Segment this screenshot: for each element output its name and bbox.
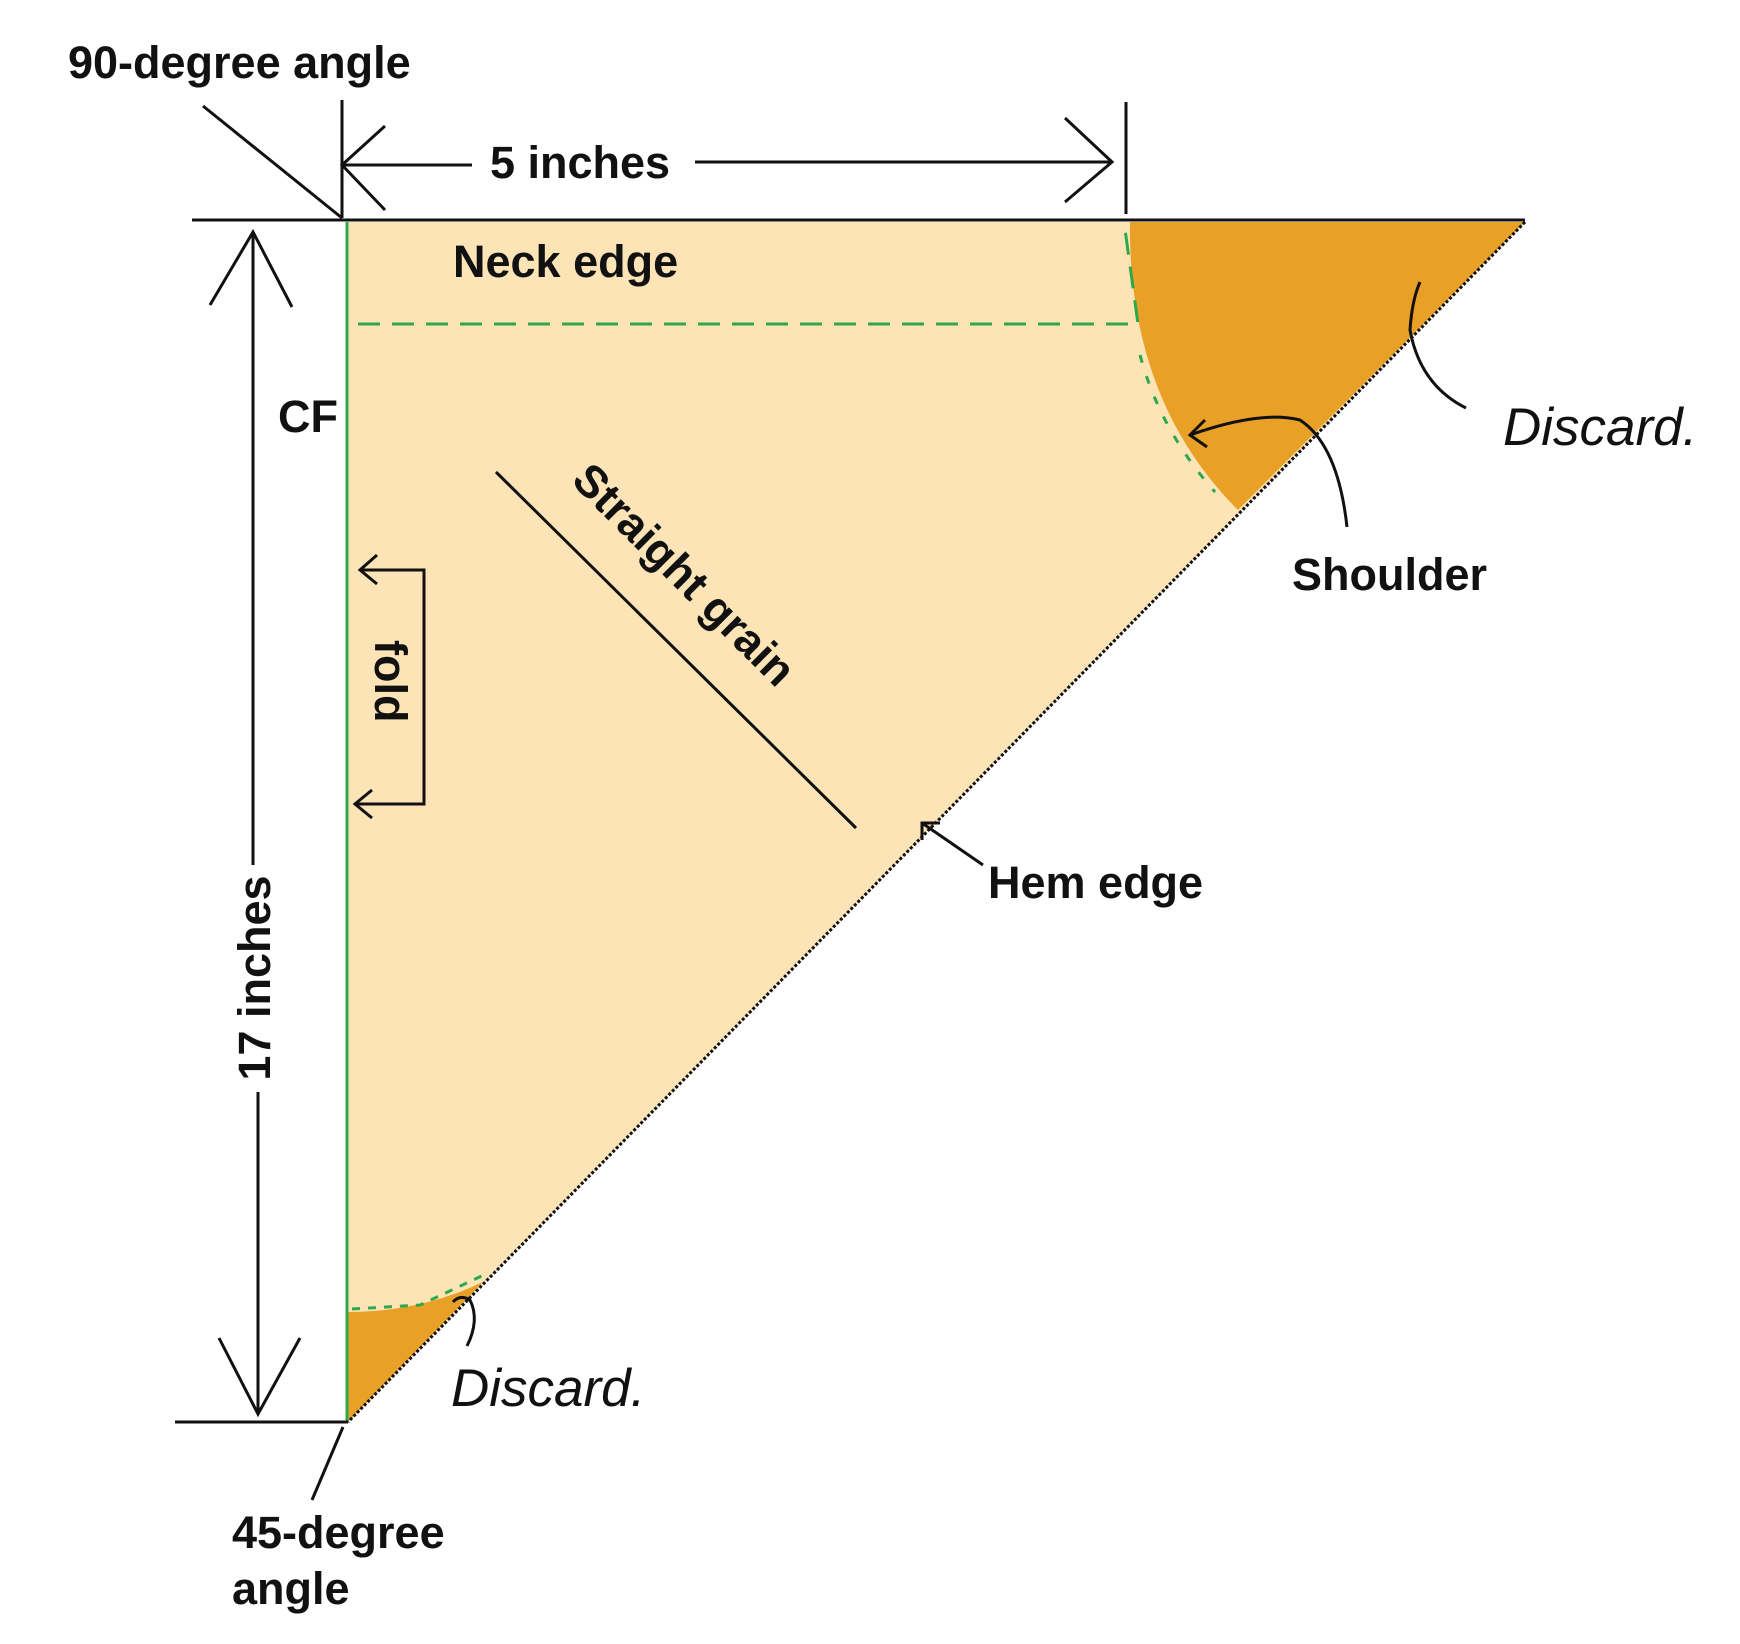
discard-top-label: Discard.: [1503, 398, 1697, 457]
angle-45-leader: [310, 1426, 345, 1501]
height-arrow-top: [208, 228, 294, 308]
width-arrow-left: [339, 124, 387, 212]
width-label: 5 inches: [490, 137, 670, 188]
fold-arrow-bottom: [352, 788, 373, 820]
neck-seam-allowance-line: [358, 221, 1140, 326]
angle-45-label-line2: angle: [232, 1563, 350, 1614]
height-arrow-bottom: [217, 1337, 302, 1418]
height-label: 17 inches: [229, 875, 280, 1080]
fold-bracket: [355, 568, 426, 806]
hem-edge-leader: [921, 821, 984, 867]
shoulder-arrowhead: [1187, 418, 1208, 449]
fold-label: fold: [365, 640, 416, 722]
straight-grain-line: [494, 470, 858, 830]
discard-bottom-leader: [451, 1295, 476, 1347]
angle-90-label: 90-degree angle: [68, 37, 411, 88]
angle-45-label-line1: 45-degree: [232, 1507, 445, 1558]
hem-edge-label: Hem edge: [988, 857, 1203, 908]
discard-bottom-label: Discard.: [451, 1359, 645, 1418]
discard-top-leader: [1408, 281, 1467, 410]
shoulder-leader: [1189, 415, 1349, 528]
shoulder-label: Shoulder: [1292, 549, 1487, 600]
shoulder-seam-allowance-line: [1138, 354, 1217, 493]
width-arrow-right: [1063, 116, 1115, 204]
neck-edge-label: Neck edge: [453, 236, 678, 287]
fold-arrow-top: [357, 553, 378, 586]
discard-region-shoulder: [1129, 222, 1525, 510]
cf-label: CF: [278, 391, 338, 442]
bottom-seam-allowance-line: [351, 1271, 489, 1311]
angle-90-leader: [202, 104, 343, 220]
hem-edge-arrowhead: [920, 821, 940, 840]
